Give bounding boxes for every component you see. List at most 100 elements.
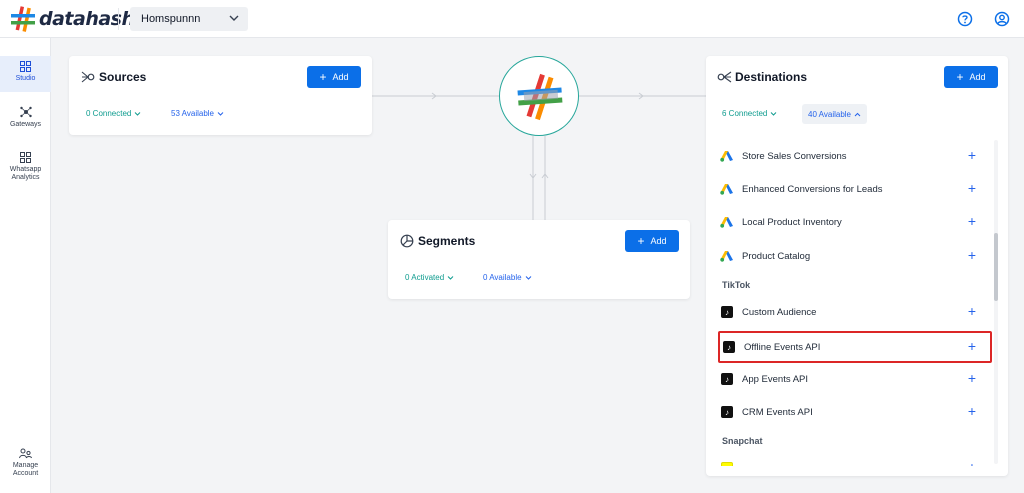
plus-icon[interactable]: + [967,213,976,229]
brand-name: datahash [39,8,135,30]
plus-icon[interactable]: + [967,180,976,196]
list-item[interactable]: Local Product Inventory + [720,206,990,238]
segments-card: Segments + Add 0 Activated 0 Available [388,220,690,299]
list-item[interactable]: ♪ App Events API + [720,363,990,395]
chevron-down-icon [447,276,454,280]
sources-connected-dropdown[interactable]: 0 Connected [86,109,141,118]
google-ads-icon [720,215,734,229]
brand-logo[interactable]: datahash [10,6,135,32]
sources-icon [81,71,95,83]
segments-activated-label: 0 Activated [405,273,445,282]
workspace-name: Homspunnn [141,13,201,25]
segments-available-dropdown[interactable]: 0 Available [483,273,532,282]
destination-label: Local Product Inventory [742,216,842,228]
destinations-scrollbar-track[interactable] [994,140,998,464]
list-item[interactable]: Store Sales Conversions + [720,140,990,172]
segments-available-label: 0 Available [483,273,522,282]
tiktok-icon: ♪ [720,372,734,386]
segments-activated-dropdown[interactable]: 0 Activated [405,273,454,282]
google-ads-icon [720,249,734,263]
sources-available-label: 53 Available [171,109,214,118]
users-icon [19,448,32,459]
list-item[interactable]: Enhanced Conversions for Leads + [720,173,990,205]
sidebar-item-label: Whatsapp Analytics [9,166,42,181]
sidebar-item-label: Manage Account [12,462,39,477]
tiktok-icon: ♪ [720,305,734,319]
sidebar-item-studio[interactable]: Studio [0,56,51,92]
destinations-available-dropdown[interactable]: 40 Available [802,104,867,124]
help-icon[interactable] [957,11,973,27]
chevron-down-icon [135,112,141,116]
segments-icon [400,234,414,248]
add-segment-button[interactable]: + Add [625,230,679,252]
group-label-snapchat: Snapchat [722,436,763,446]
destinations-scrollbar-thumb[interactable] [994,233,998,301]
list-item[interactable]: ♪ Custom Audience + [720,296,990,328]
sources-card: Sources + Add 0 Connected 53 Available [69,56,372,135]
destination-label: Enhanced Conversions for Leads [742,183,883,195]
sources-title: Sources [99,70,147,84]
add-segment-label: Add [650,236,667,246]
destination-label: Store Sales Conversions [742,150,847,162]
destination-label: Custom Audience [742,306,817,318]
chevron-down-icon [217,112,224,116]
list-item-highlighted[interactable]: ♪ Offline Events API + [718,331,992,363]
list-item[interactable]: + [720,452,990,466]
destinations-title: Destinations [735,70,808,84]
destination-label: CRM Events API [742,406,813,418]
plus-icon[interactable]: + [967,403,976,419]
plus-icon[interactable]: + [967,147,976,163]
sidebar-item-label: Studio [15,75,36,82]
sidebar-item-label: Gateways [9,121,42,128]
datahash-hub[interactable] [499,56,579,136]
destination-label: Offline Events API [744,341,821,353]
snapchat-icon [720,461,734,466]
workspace-select[interactable]: Homspunnn [130,7,248,31]
sidebar-item-whatsapp-analytics[interactable]: Whatsapp Analytics [0,152,51,192]
grid-icon [20,152,31,163]
chevron-down-icon [771,112,777,116]
destinations-card: Destinations + Add 6 Connected 40 Availa… [706,56,1008,476]
plus-icon[interactable]: + [967,370,976,386]
plus-icon[interactable]: + [967,303,976,319]
chevron-down-icon [525,276,531,280]
plus-icon[interactable]: + [967,338,976,354]
destinations-icon [717,71,732,83]
group-label-tiktok: TikTok [722,280,751,290]
top-divider [118,8,119,30]
add-source-button[interactable]: + Add [307,66,361,88]
destinations-available-label: 40 Available [808,109,851,119]
list-item[interactable]: Product Catalog + [720,240,990,272]
sources-connected-label: 0 Connected [86,109,132,118]
add-source-label: Add [332,72,349,82]
sources-available-dropdown[interactable]: 53 Available [171,109,224,118]
google-ads-icon [720,149,734,163]
plus-icon[interactable]: + [968,460,976,466]
tiktok-icon: ♪ [720,405,734,419]
plus-icon[interactable]: + [967,247,976,263]
grid-icon [20,61,31,72]
sidebar-item-gateways[interactable]: Gateways [0,106,51,136]
segments-title: Segments [418,234,476,248]
google-ads-icon [720,182,734,196]
destinations-connected-label: 6 Connected [722,109,768,118]
datahash-hub-logo-icon [517,73,563,121]
add-destination-button[interactable]: + Add [944,66,998,88]
chevron-up-icon [854,112,861,116]
sidebar: Studio Gateways Whatsapp Analytics Manag… [0,38,51,493]
top-bar: datahash Homspunnn [0,0,1024,38]
destination-label: Product Catalog [742,250,811,262]
destination-label: App Events API [742,373,809,385]
destinations-connected-dropdown[interactable]: 6 Connected [722,109,777,118]
user-profile-icon[interactable] [994,11,1010,27]
chevron-down-icon [229,15,239,21]
datahash-logo-icon [11,6,35,32]
tiktok-icon: ♪ [722,340,736,354]
plus-icon: + [637,234,645,248]
hub-icon [19,106,32,118]
destinations-available-list[interactable]: Store Sales Conversions + Enhanced Conve… [706,140,996,466]
flow-connectors [372,92,706,220]
plus-icon: + [319,70,327,84]
list-item[interactable]: ♪ CRM Events API + [720,396,990,428]
sidebar-item-manage-account[interactable]: Manage Account [0,448,51,488]
